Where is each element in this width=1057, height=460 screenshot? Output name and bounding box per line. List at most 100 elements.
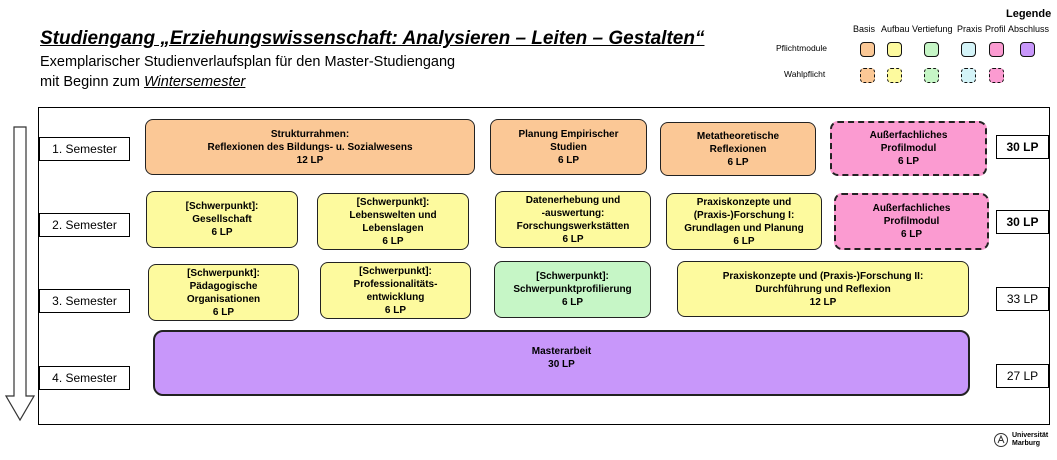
module-masterarbeit[interactable]: Masterarbeit 30 LP	[153, 330, 970, 396]
module-line: [Schwerpunkt]:	[536, 271, 609, 282]
legend-col-abschluss: Abschluss	[1008, 24, 1050, 34]
legend-swatch-profil-elective	[989, 68, 1004, 83]
semester-lp-4: 27 LP	[996, 364, 1049, 388]
subtitle-prefix: mit Beginn zum	[40, 74, 144, 90]
module-line: Datenerhebung und	[525, 194, 621, 206]
module-praxiskonzepte-2[interactable]: Praxiskonzepte und (Praxis-)Forschung II…	[677, 261, 969, 317]
module-line: Außerfachliches	[869, 130, 948, 141]
module-line: Schwerpunktprofilierung	[513, 284, 632, 295]
legend-col-praxis: Praxis	[957, 24, 983, 34]
legend-row-required: Pflichtmodule	[776, 43, 828, 53]
module-line: Forschungswerkstätten	[516, 220, 630, 232]
module-line: Außerfachliches	[872, 203, 951, 214]
legend-col-aufbau: Aufbau	[881, 24, 910, 34]
semester-label-3: 3. Semester	[39, 289, 130, 313]
legend-swatch-basis-elective	[860, 68, 875, 83]
page-subtitle: Exemplarischer Studienverlaufsplan für d…	[40, 52, 455, 92]
module-lp: 6 LP	[557, 154, 580, 166]
legend-swatch-aufbau-required	[887, 42, 902, 57]
semester-lp-1: 30 LP	[996, 135, 1049, 159]
semester-label-4: 4. Semester	[39, 366, 130, 390]
module-lp: 12 LP	[809, 296, 837, 308]
legend-title: Legende	[1006, 8, 1052, 20]
module-line: Praxiskonzepte und (Praxis-)Forschung II…	[722, 270, 924, 282]
module-line: Pädagogische	[189, 280, 258, 292]
module-line: (Praxis-)Forschung I:	[693, 209, 795, 221]
module-line: [Schwerpunkt]:	[185, 201, 259, 212]
module-praxiskonzepte-1[interactable]: Praxiskonzepte und(Praxis-)Forschung I:G…	[666, 193, 822, 250]
legend-col-basis: Basis	[853, 24, 876, 34]
module-lp: 6 LP	[733, 235, 755, 247]
module-strukturrahmen[interactable]: Strukturrahmen:Reflexionen des Bildungs-…	[145, 119, 475, 175]
module-line: Durchführung und Reflexion	[755, 283, 891, 295]
module-datenerhebung[interactable]: Datenerhebung und-auswertung:Forschungsw…	[495, 191, 651, 248]
module-line: Strukturrahmen:	[270, 128, 350, 140]
module-schwerpunktprofilierung[interactable]: [Schwerpunkt]: Schwerpunktprofilierung 6 L…	[494, 261, 651, 318]
module-lp: 12 LP	[296, 154, 324, 166]
study-plan-frame	[38, 107, 1050, 425]
module-lp: 6 LP	[212, 306, 235, 318]
legend-swatch-basis-required	[860, 42, 875, 57]
module-line: Profilmodul	[883, 216, 940, 227]
semester-lp-3: 33 LP	[996, 287, 1049, 311]
module-line: Masterarbeit	[531, 346, 592, 357]
legend-swatch-praxis-required	[961, 42, 976, 57]
module-line: Professionalitäts-	[353, 278, 438, 290]
logo-line-1: Universität	[1012, 432, 1049, 439]
module-line: Metatheoretische	[696, 130, 780, 142]
module-lp: 6 LP	[897, 156, 920, 167]
legend-swatch-vertiefung-elective	[924, 68, 939, 83]
semester-progress-arrow-icon	[5, 126, 35, 422]
module-schwerpunkt-professionalitaetsentwicklung[interactable]: [Schwerpunkt]:Professionalitäts-entwickl…	[320, 262, 471, 319]
module-lp: 6 LP	[382, 235, 404, 247]
module-line: Organisationen	[186, 293, 261, 305]
module-line: Grundlagen und Planung	[684, 222, 804, 234]
module-line: Praxiskonzepte und	[696, 196, 792, 208]
legend-swatch-abschluss-required	[1020, 42, 1035, 57]
subtitle-line-2: mit Beginn zum Wintersemester	[40, 72, 455, 92]
module-lp: 6 LP	[562, 233, 584, 245]
module-line: -auswertung:	[541, 207, 605, 219]
module-line: Lebenswelten und	[349, 209, 437, 221]
module-lp: 6 LP	[384, 304, 407, 316]
module-line: Reflexionen	[709, 143, 767, 155]
module-line: Planung Empirischer	[518, 128, 619, 140]
module-lp: 6 LP	[727, 156, 749, 168]
semester-label-2: 2. Semester	[39, 213, 130, 237]
legend-swatch-vertiefung-required	[924, 42, 939, 57]
subtitle-semester-start: Wintersemester	[143, 74, 246, 90]
module-lp: 30 LP	[548, 359, 575, 370]
page-title: Studiengang „Erziehungswissenschaft: Ana…	[40, 28, 705, 49]
module-line: Profilmodul	[880, 143, 937, 154]
module-line: Lebenslagen	[362, 222, 424, 234]
module-line: Studien	[550, 141, 587, 153]
legend-row-elective: Wahlpflicht	[784, 69, 826, 79]
module-line: [Schwerpunkt]:	[356, 196, 430, 208]
legend-swatch-praxis-elective	[961, 68, 976, 83]
module-lp: 6 LP	[900, 229, 923, 240]
module-line: [Schwerpunkt]:	[187, 267, 260, 279]
semester-label-1: 1. Semester	[39, 137, 130, 161]
module-line: entwicklung	[366, 291, 425, 303]
module-line: Gesellschaft	[192, 214, 252, 225]
module-line: Reflexionen des Bildungs- u. Sozialwesen…	[207, 141, 413, 153]
module-lp: 6 LP	[561, 297, 584, 308]
legend-col-profil: Profil	[985, 24, 1006, 34]
university-seal-icon	[994, 433, 1008, 447]
legend-swatch-aufbau-elective	[887, 68, 902, 83]
legend-swatch-profil-required	[989, 42, 1004, 57]
subtitle-line-1: Exemplarischer Studienverlaufsplan für d…	[40, 54, 456, 70]
module-lp: 6 LP	[211, 227, 233, 238]
module-line: [Schwerpunkt]:	[359, 265, 432, 277]
semester-lp-2: 30 LP	[996, 210, 1049, 234]
legend-col-vertiefung: Vertiefung	[912, 24, 953, 34]
module-schwerpunkt-gesellschaft[interactable]: [Schwerpunkt]: Gesellschaft 6 LP	[146, 191, 298, 248]
logo-line-2: Marburg	[1012, 440, 1040, 447]
